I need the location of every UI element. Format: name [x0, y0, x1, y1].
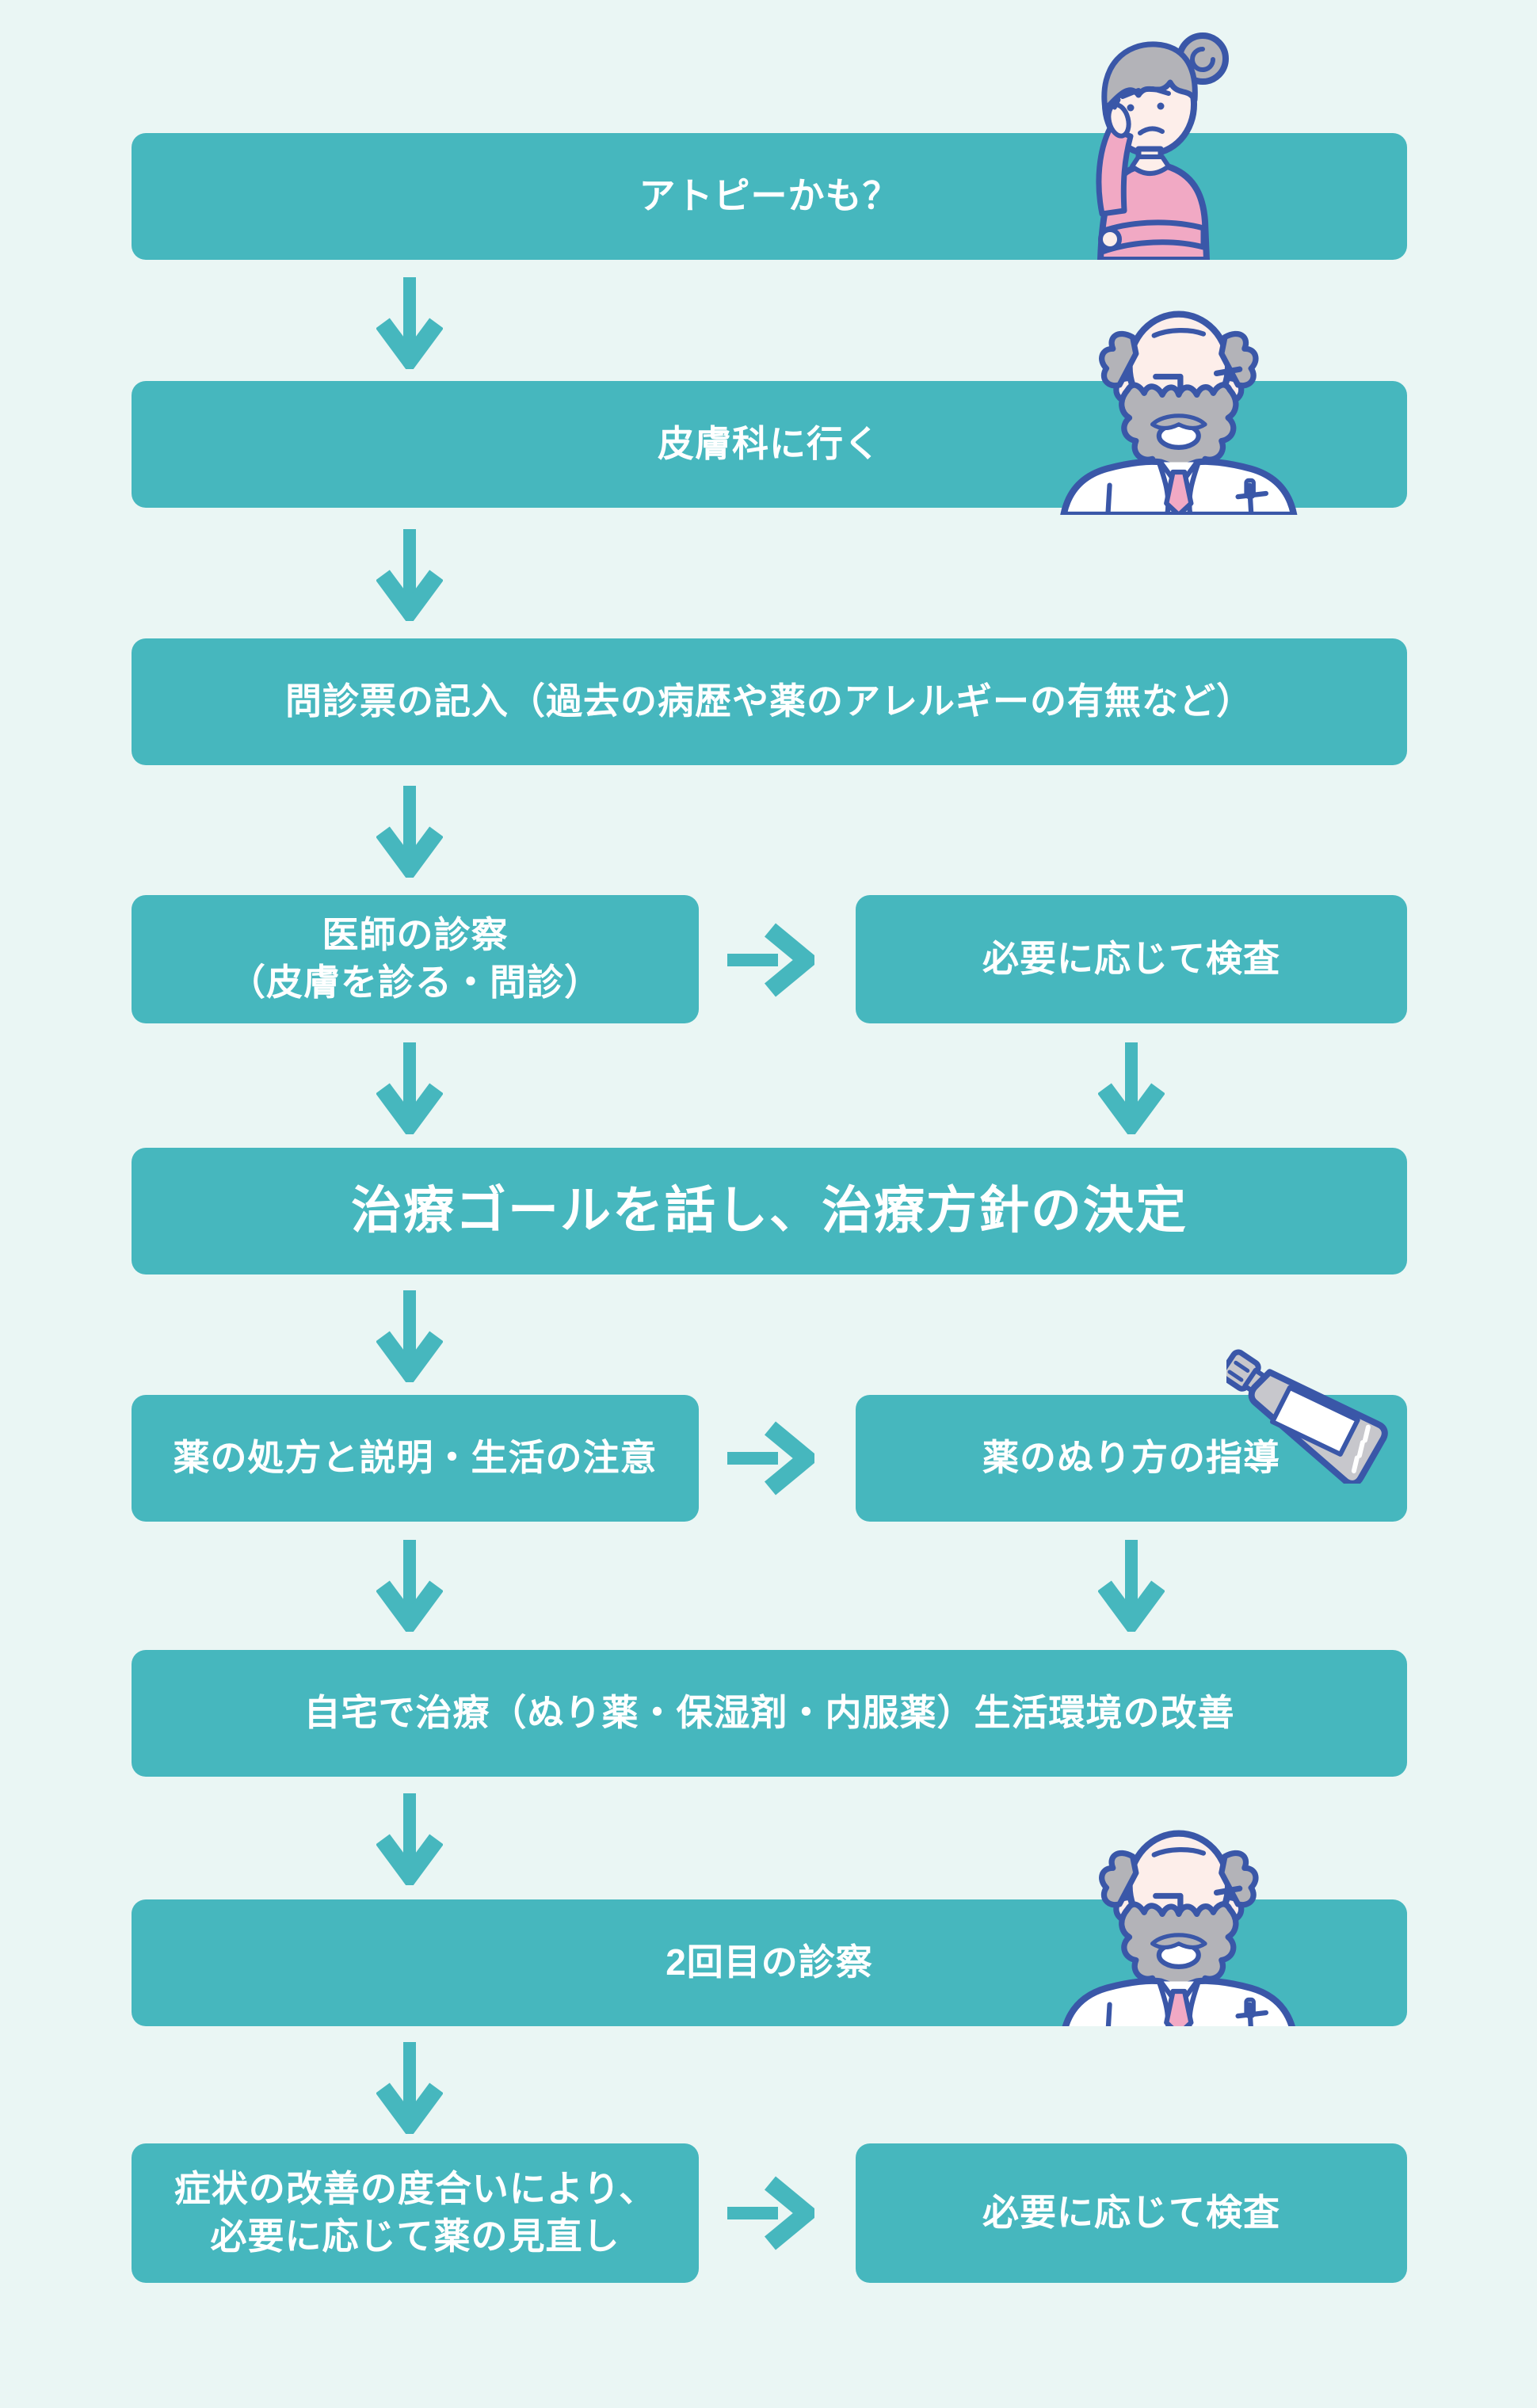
flow-box-home-treatment: 自宅で治療（ぬり薬・保湿剤・内服薬）生活環境の改善 [132, 1650, 1407, 1777]
flow-box-label-line2: （皮膚を診る・問診） [229, 962, 601, 1003]
flow-box-medication-review: 症状の改善の度合いにより、 必要に応じて薬の見直し [132, 2143, 699, 2283]
down-arrow-icon [376, 1290, 443, 1382]
down-arrow-icon [1098, 1540, 1165, 1632]
thinking-woman-illustration [1074, 24, 1241, 260]
flow-box-doctor-exam: 医師の診察 （皮膚を診る・問診） [132, 895, 699, 1023]
doctor-illustration [1055, 301, 1310, 515]
flow-box-label: 医師の診察 [322, 914, 509, 956]
down-arrow-icon [376, 786, 443, 878]
flow-box-label-line2: 必要に応じて薬の見直し [210, 2216, 620, 2257]
down-arrow-icon [376, 1042, 443, 1134]
flow-box-label: アトピーかも？ [639, 175, 900, 217]
flow-box-label: 薬のぬり方の指導 [982, 1437, 1280, 1479]
down-arrow-icon [376, 1793, 443, 1885]
flow-box-questionnaire: 問診票の記入（過去の病歴や薬のアレルギーの有無など） [132, 638, 1407, 765]
flow-box-application-guidance: 薬のぬり方の指導 [856, 1395, 1407, 1522]
flow-box-label: 皮膚科に行く [658, 423, 881, 465]
right-arrow-icon [727, 920, 814, 1000]
flow-box-label: 薬の処方と説明・生活の注意 [173, 1437, 658, 1479]
down-arrow-icon [376, 1540, 443, 1632]
down-arrow-icon [1098, 1042, 1165, 1134]
flow-box-tests-if-needed: 必要に応じて検査 [856, 895, 1407, 1023]
down-arrow-icon [376, 2042, 443, 2134]
flow-box-prescription: 薬の処方と説明・生活の注意 [132, 1395, 699, 1522]
flow-box-label: 自宅で治療（ぬり薬・保湿剤・内服薬）生活環境の改善 [303, 1692, 1235, 1734]
down-arrow-icon [376, 529, 443, 621]
flow-box-label: 症状の改善の度合いにより、 [174, 2168, 657, 2210]
ointment-tube-illustration [1226, 1345, 1424, 1484]
flow-box-treatment-goal: 治療ゴールを話し、治療方針の決定 [132, 1148, 1407, 1274]
right-arrow-icon [727, 1419, 814, 1498]
flow-box-label: 必要に応じて検査 [982, 938, 1280, 980]
flow-box-label: 必要に応じて検査 [982, 2192, 1280, 2234]
flow-box-label: 問診票の記入（過去の病歴や薬のアレルギーの有無など） [285, 680, 1253, 722]
flow-box-label: 2回目の診察 [666, 1941, 873, 1983]
down-arrow-icon [376, 277, 443, 369]
right-arrow-icon [727, 2174, 814, 2253]
flow-box-tests-if-needed-2: 必要に応じて検査 [856, 2143, 1407, 2283]
flow-box-label: 治療ゴールを話し、治療方針の決定 [351, 1182, 1188, 1240]
doctor-illustration [1055, 1820, 1310, 2026]
